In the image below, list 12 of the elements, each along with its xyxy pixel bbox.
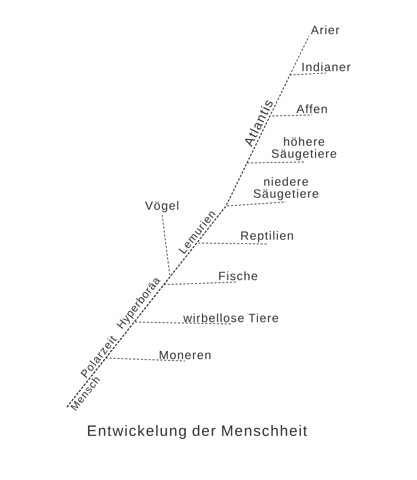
branch-label: höhere Säugetiere (272, 137, 336, 160)
branch-label: niedere Säugetiere (254, 177, 318, 200)
branch-label: Affen (296, 104, 327, 114)
branch-label: Indianer (302, 62, 350, 72)
branch-label: Arier (310, 25, 340, 34)
branch-label: Vögel (145, 201, 178, 212)
branch-label: Fische (219, 271, 258, 280)
branch-label: wirbellose Tiere (183, 313, 278, 322)
branch-label: Reptilien (241, 231, 293, 242)
branch-label: Moneren (160, 350, 210, 360)
caption: Entwickelung der Menschheit (88, 425, 307, 439)
branch-line (66, 358, 186, 408)
